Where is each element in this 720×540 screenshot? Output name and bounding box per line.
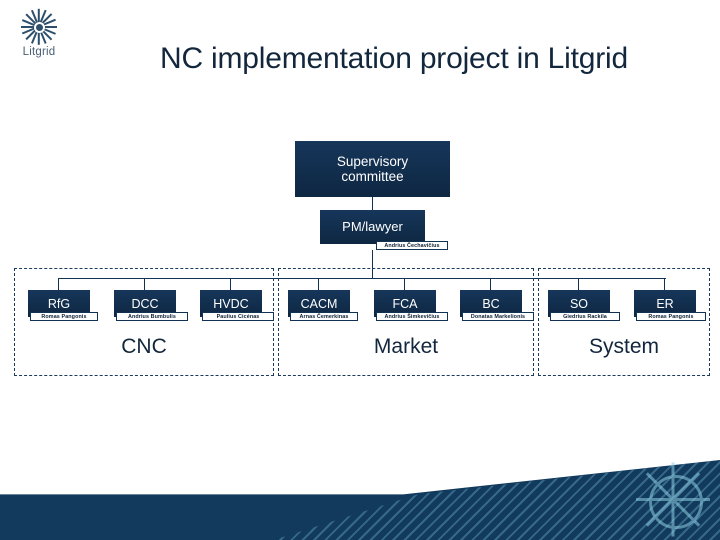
- workstream-owner-bc: Donatas Markelionis: [462, 312, 534, 321]
- group-system: System: [538, 268, 710, 376]
- supervisory-committee-box: Supervisory committee: [295, 141, 450, 197]
- workstream-owner-hvdc: Paulius Cicėnas: [202, 312, 274, 321]
- footer-decorative-band: [0, 460, 720, 540]
- connector-pm-bus: [372, 250, 374, 278]
- workstream-owner-fca: Andrius Šimkevičius: [376, 312, 448, 321]
- workstream-owner-cacm: Arnas Čemerkinas: [290, 312, 358, 321]
- connector-committee-pm: [372, 197, 374, 210]
- pm-lawyer-owner-tag: Andrius Čechavičius: [376, 241, 448, 250]
- connector-drop-bc: [490, 278, 492, 290]
- connector-drop-fca: [404, 278, 406, 290]
- group-market: Market: [278, 268, 534, 376]
- workstream-owner-rfg: Romas Pangonis: [30, 312, 98, 321]
- logo-wordmark: Litgrid: [22, 46, 56, 58]
- connector-drop-rfg: [58, 278, 60, 290]
- group-cnc: CNC: [14, 268, 274, 376]
- pm-lawyer-box: PM/lawyer: [320, 210, 425, 244]
- workstream-owner-so: Giedrius Rackila: [550, 312, 620, 321]
- connector-horizontal-bus: [58, 278, 666, 280]
- connector-drop-hvdc: [230, 278, 232, 290]
- workstream-owner-er: Romas Pangonis: [636, 312, 706, 321]
- starburst-icon: [20, 8, 58, 46]
- connector-drop-so: [578, 278, 580, 290]
- workstream-owner-dcc: Andrius Bumbulis: [116, 312, 188, 321]
- supervisory-committee-line1: Supervisory: [336, 153, 409, 169]
- connector-drop-dcc: [144, 278, 146, 290]
- group-system-label: System: [588, 335, 659, 358]
- supervisory-committee-line2: committee: [341, 169, 404, 184]
- litgrid-logo: Litgrid: [8, 6, 70, 68]
- starburst-watermark-icon: [634, 462, 712, 536]
- page-title: NC implementation project in Litgrid: [159, 42, 628, 75]
- group-market-label: Market: [373, 335, 439, 358]
- connector-drop-cacm: [318, 278, 320, 290]
- connector-drop-er: [664, 278, 666, 290]
- group-cnc-label: CNC: [121, 335, 167, 358]
